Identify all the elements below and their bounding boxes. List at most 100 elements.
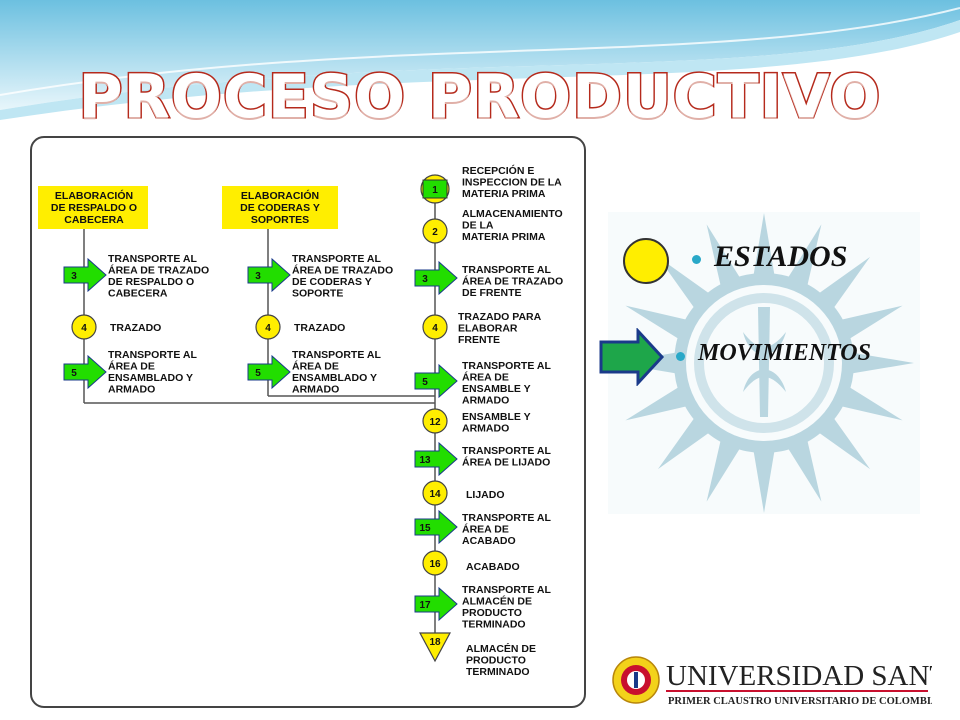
step-number: 13 [419,455,431,466]
main-step-label: TRANSPORTE AL [462,360,551,372]
main-step-label: ACABADO [462,535,516,547]
logo-name: UNIVERSIDAD SANTO TOMÁS [666,659,932,692]
step-number: 5 [71,368,77,379]
main-step-label: ENSAMBLE Y [462,383,531,395]
step-number: 12 [429,417,441,428]
main-step-label: DE FRENTE [462,287,522,299]
movimiento-arrow [63,257,107,293]
col2-header-label: ELABORACIÓN [241,189,319,202]
main-step-label: INSPECCION DE LA [462,177,562,189]
main-step-label: ÁREA DE [462,523,509,536]
col2-step-label: ÁREA DE [292,360,339,373]
main-step-label: MATERIA PRIMA [462,231,546,243]
col1-step-label: ÁREA DE TRAZADO [108,264,209,277]
col2-header-box [222,186,338,229]
seal-ray [840,305,903,340]
main-step-label: TERMINADO [466,666,530,678]
col1-header-label: CABECERA [64,214,124,226]
main-step-label: ALMACÉN DE [462,595,532,608]
main-step-label: RECEPCIÓN E [462,164,534,177]
movimiento-arrow [414,363,458,399]
step-number: 3 [71,271,77,282]
page-title: PROCESO PRODUCTIVO [77,61,882,134]
step-number: 18 [429,637,441,648]
inicio-square [422,179,448,199]
main-step-label: ALMACENAMIENTO [462,208,563,220]
legend-estados-label: ESTADOS [714,240,848,273]
estado-circle [71,314,97,340]
estado-circle [422,550,448,576]
main-step-label: ARMADO [462,395,509,407]
main-step-label: DE LA [462,220,494,232]
main-step-label: TRAZADO PARA [458,311,542,323]
movimiento-arrow [63,354,107,390]
col2-step-label: TRANSPORTE AL [292,349,381,361]
col1-step-label: ARMADO [108,384,155,396]
estado-circle [422,408,448,434]
step-number: 17 [419,600,431,611]
main-step-label: ÁREA DE LIJADO [462,456,550,469]
main-step-label: ALMACÉN DE [466,642,536,655]
col2-step-label: DE CODERAS Y [292,276,372,288]
col2-step-label: SOPORTE [292,288,343,300]
step-number: 5 [255,368,261,379]
seal-ray [625,386,688,421]
seal-ray [851,352,914,374]
main-step-label: ÁREA DE [462,371,509,384]
estado-circle [255,314,281,340]
legend-movimientos-label: MOVIMIENTOS [698,340,871,366]
movimiento-arrow [414,509,458,545]
step-number: 16 [429,559,441,570]
almacen-triangle [418,632,452,663]
col1-step-label: CABECERA [108,288,168,300]
seal-ray [657,417,710,470]
logo-tagline: PRIMER CLAUSTRO UNIVERSITARIO DE COLOMBI… [668,696,932,707]
step-number: 3 [422,274,428,285]
step-number: 4 [432,323,438,334]
seal-ray [753,450,775,513]
main-step-label: LIJADO [466,489,505,501]
col1-step-label: DE RESPALDO O [108,276,194,288]
estado-circle-icon [623,238,669,284]
legend-bullet [676,352,685,361]
col1-step-label: TRANSPORTE AL [108,349,197,361]
seal-ray [706,224,741,287]
step-number: 1 [432,185,438,196]
main-step-label: MATERIA PRIMA [462,188,546,200]
col2-step-label: ARMADO [292,384,339,396]
col2-header-label: SOPORTES [251,214,309,226]
seal-ray [787,439,822,502]
main-step-label: TRANSPORTE AL [462,445,551,457]
col1-header-box [38,186,148,229]
main-step-label: ÁREA DE TRAZADO [462,275,563,288]
col2-step-label: TRANSPORTE AL [292,253,381,265]
seal-ray [787,224,822,287]
seal-ray [657,256,710,309]
seal-ray [818,417,871,470]
movimiento-arrow-icon [599,328,665,386]
main-step-label: ENSAMBLE Y [462,411,531,423]
main-step-label: TRANSPORTE AL [462,512,551,524]
col1-step-label: ENSAMBLADO Y [108,372,193,384]
seal-ray [706,439,741,502]
step-number: 4 [265,323,271,334]
main-step-label: ELABORAR [458,323,518,335]
process-diagram-frame [30,136,586,708]
col1-header-label: DE RESPALDO O [51,202,137,214]
step-number: 3 [255,271,261,282]
seal-ray [840,386,903,421]
seal-ray [625,305,688,340]
university-logo: UNIVERSIDAD SANTO TOMÁS PRIMER CLAUSTRO … [612,656,932,707]
col1-step-label: TRAZADO [110,322,161,334]
movimiento-arrow [414,441,458,477]
col2-step-label: TRAZADO [294,322,345,334]
main-step-label: ARMADO [462,423,509,435]
main-step-label: PRODUCTO [466,655,526,667]
main-step-label: PRODUCTO [462,607,522,619]
main-step-label: TRANSPORTE AL [462,584,551,596]
estado-circle [422,314,448,340]
col2-step-label: ÁREA DE TRAZADO [292,264,393,277]
main-step-label: TERMINADO [462,619,526,631]
movimiento-arrow [247,257,291,293]
